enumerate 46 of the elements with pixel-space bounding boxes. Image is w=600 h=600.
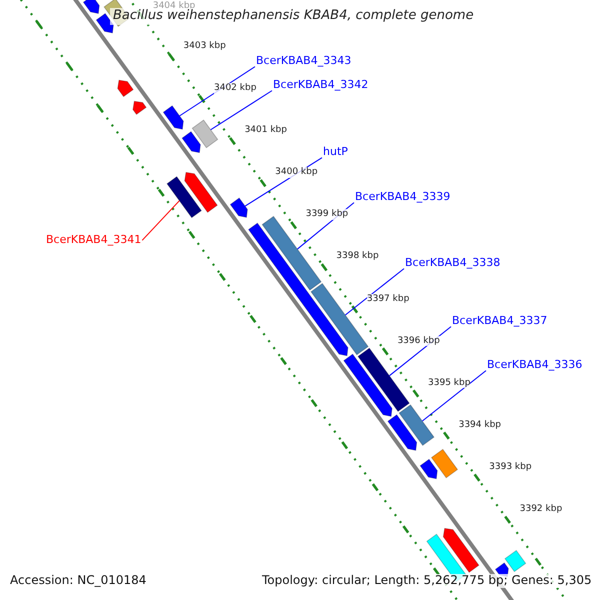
gene-bar <box>398 404 435 446</box>
gene-label: hutP <box>323 146 348 159</box>
scale-label: 3402 kbp <box>214 83 256 94</box>
gene-bar <box>504 550 526 572</box>
scale-label: 3395 kbp <box>428 378 470 388</box>
gene-bar <box>357 348 410 412</box>
scale-label: 3400 kbp <box>275 167 318 178</box>
gene-label: BcerKBAB4_3343 <box>256 55 352 68</box>
gene-bar <box>310 282 369 356</box>
gene-pentagon <box>230 197 248 218</box>
gene-label: BcerKBAB4_3342 <box>273 79 368 92</box>
gene-bar <box>192 119 218 148</box>
scale-label: 3403 kbp <box>183 41 226 52</box>
leader-line <box>210 90 272 130</box>
gene-pentagon <box>182 131 201 154</box>
gene-pentagon <box>162 105 184 130</box>
gene-bar <box>430 448 458 478</box>
leader-line <box>344 268 404 316</box>
gene-pentagon <box>343 354 392 417</box>
genome-summary-text: Topology: circular; Length: 5,262,775 bp; Genes: 5,305 <box>262 574 592 588</box>
gene-label: BcerKBAB4_3336 <box>487 359 582 372</box>
gene-label: BcerKBAB4_3339 <box>355 191 450 204</box>
scale-label: 3393 kbp <box>489 462 532 472</box>
leader-line <box>142 200 180 241</box>
gene-bar <box>262 216 322 291</box>
scale-label: 3392 kbp <box>520 504 562 514</box>
gene-label: BcerKBAB4_3337 <box>452 315 548 328</box>
accession-text: Accession: NC_010184 <box>10 574 146 588</box>
gene-pentagon <box>82 0 100 14</box>
gene-pentagon <box>184 172 218 213</box>
gene-pentagon <box>442 528 480 573</box>
gene-label: BcerKBAB4_3338 <box>405 257 500 270</box>
scale-label: 3396 kbp <box>397 336 440 346</box>
scale-label: 3399 kbp <box>306 209 348 220</box>
scale-label: 3401 kbp <box>244 125 287 136</box>
gene-pentagon <box>420 458 438 480</box>
scale-label: 3398 kbp <box>336 251 379 262</box>
scale-label: 3394 kbp <box>458 420 502 430</box>
gene-bar <box>166 176 202 218</box>
gene-pentagon <box>132 100 147 115</box>
gene-pentagon <box>96 12 114 34</box>
gene-pentagon <box>387 414 418 451</box>
scale-label: 3397 kbp <box>366 294 410 304</box>
gene-pentagon <box>117 80 134 98</box>
gene-label: BcerKBAB4_3341 <box>46 234 142 247</box>
leader-line <box>422 370 486 422</box>
